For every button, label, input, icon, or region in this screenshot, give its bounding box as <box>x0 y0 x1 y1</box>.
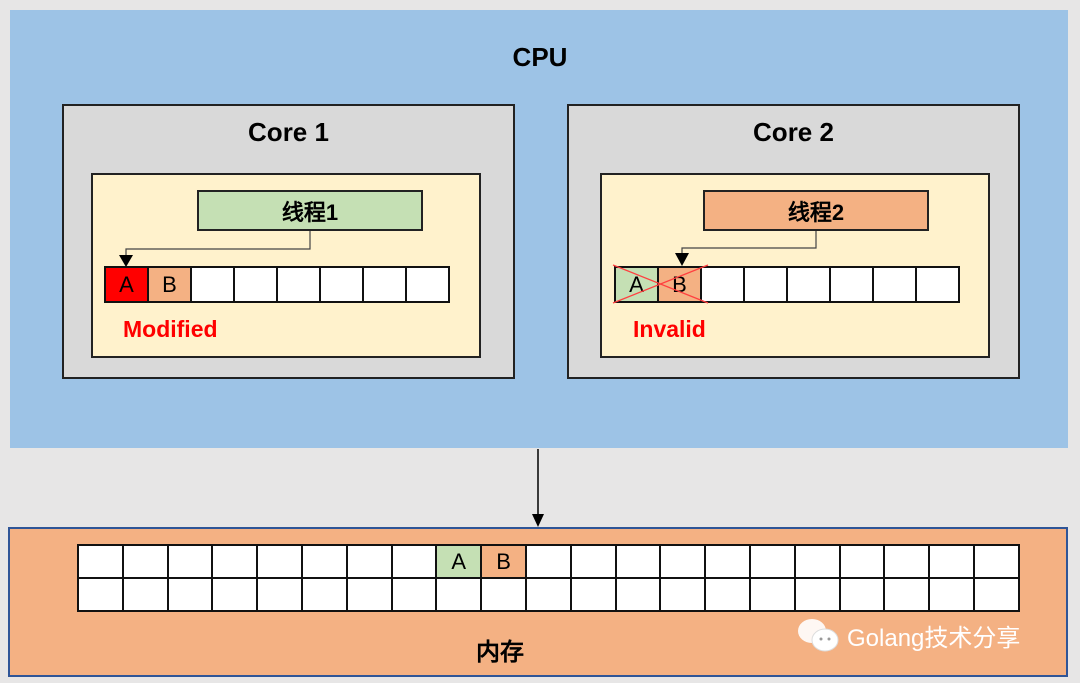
cache-cell <box>743 266 788 303</box>
memory-cell <box>704 577 751 612</box>
memory-cell <box>480 577 527 612</box>
memory-cell <box>883 544 931 579</box>
core-2-cache-line: A B <box>614 266 960 303</box>
memory-cell <box>704 544 751 579</box>
arrow-head-icon <box>675 253 689 266</box>
memory-cell <box>300 577 348 612</box>
memory-cell <box>211 577 259 612</box>
memory-cell <box>166 544 214 579</box>
cache-cell <box>190 266 235 303</box>
memory-cell <box>838 577 886 612</box>
memory-cell <box>121 544 169 579</box>
memory-cell <box>256 544 303 579</box>
thread-1-box: 线程1 <box>197 190 423 231</box>
thread-2-arrow <box>681 231 817 256</box>
memory-cell <box>300 544 348 579</box>
cpu-label: CPU <box>512 42 568 72</box>
memory-cell <box>659 544 707 579</box>
memory-cell <box>883 577 931 612</box>
memory-cell <box>77 544 124 579</box>
memory-cell <box>793 577 841 612</box>
memory-cell <box>748 577 796 612</box>
memory-cell <box>166 577 214 612</box>
memory-cell <box>793 544 841 579</box>
memory-cell <box>659 577 707 612</box>
arrow-head-icon <box>532 514 544 527</box>
memory-cell <box>972 544 1020 579</box>
core-2-label: Core 2 <box>753 117 834 147</box>
cache-cell <box>362 266 407 303</box>
watermark: Golang技术分享 <box>795 615 1020 655</box>
cache-cell <box>786 266 831 303</box>
memory-cell <box>345 544 393 579</box>
watermark-text: Golang技术分享 <box>847 624 1021 652</box>
core-1-label: Core 1 <box>248 117 329 147</box>
core-2-state: Invalid <box>633 316 706 342</box>
memory-cell <box>748 544 796 579</box>
cache-cell <box>276 266 321 303</box>
wechat-icon <box>798 619 839 652</box>
invalid-cross-line <box>612 264 709 304</box>
memory-cell <box>524 577 572 612</box>
memory-cell <box>77 577 124 612</box>
memory-cell <box>435 577 483 612</box>
memory-cell <box>614 577 662 612</box>
cache-cell <box>915 266 960 303</box>
memory-cell <box>524 544 572 579</box>
core-1-cache-line: A B <box>104 266 450 303</box>
memory-cell <box>569 544 617 579</box>
cache-cell <box>405 266 450 303</box>
memory-cell <box>928 577 975 612</box>
memory-cell-a: A <box>435 544 483 579</box>
memory-cell <box>972 577 1020 612</box>
cache-cell-a: A <box>104 266 149 303</box>
memory-label: 内存 <box>476 639 524 666</box>
memory-cell <box>390 544 438 579</box>
cache-cell-b: B <box>147 266 192 303</box>
cache-cell-a: A <box>614 266 659 303</box>
memory-cell <box>390 577 438 612</box>
memory-cell <box>211 544 259 579</box>
memory-cell <box>121 577 169 612</box>
core-1-state: Modified <box>123 316 218 342</box>
memory-cell-b: B <box>480 544 527 579</box>
memory-cell <box>345 577 393 612</box>
thread-1-arrow <box>125 231 311 258</box>
memory-cell <box>928 544 975 579</box>
arrow-head-icon <box>119 255 133 267</box>
thread-2-box: 线程2 <box>703 190 929 231</box>
memory-cell <box>838 544 886 579</box>
memory-cell <box>614 544 662 579</box>
memory-cell <box>256 577 303 612</box>
cache-cell <box>872 266 917 303</box>
memory-cell <box>569 577 617 612</box>
